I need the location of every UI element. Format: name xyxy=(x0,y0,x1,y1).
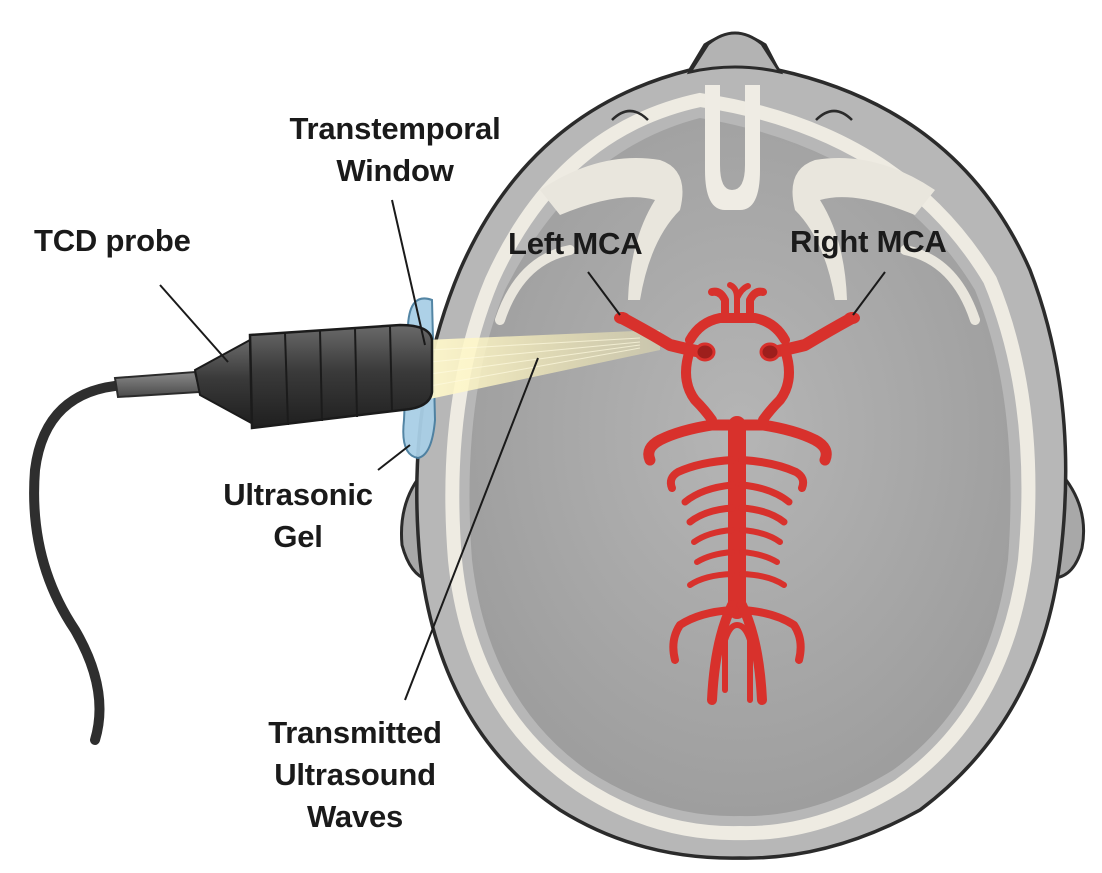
leader-ultrasonic-gel xyxy=(377,444,411,471)
probe-taper xyxy=(193,338,257,427)
right-sphenoid-wing xyxy=(792,158,935,300)
left-carotid-end xyxy=(694,342,716,362)
leader-left-mca xyxy=(587,271,621,316)
label-right-mca: Right MCA xyxy=(790,221,947,263)
left-sphenoid-wing xyxy=(540,158,683,300)
label-right-mca-line-1: Right MCA xyxy=(790,224,947,259)
label-tcd-probe-line-1: TCD probe xyxy=(34,223,191,258)
probe-neck xyxy=(113,370,202,399)
frontal-bone xyxy=(705,85,760,210)
ultrasound-beam xyxy=(425,330,660,400)
label-left-mca: Left MCA xyxy=(508,223,643,265)
leader-transmitted-waves xyxy=(404,357,539,701)
label-transtemporal-window: Transtemporal Window xyxy=(270,108,520,192)
label-transtemporal-window-line-1: Transtemporal xyxy=(289,111,501,146)
label-tcd-probe: TCD probe xyxy=(34,220,191,262)
right-temporal-bone xyxy=(900,245,980,325)
left-mca-tip xyxy=(614,312,630,324)
probe-grip-rings xyxy=(284,325,393,426)
label-transmitted-waves-line-1: Transmitted xyxy=(268,715,442,750)
label-ultrasonic-gel-line-1: Ultrasonic xyxy=(223,477,373,512)
artery-tree xyxy=(616,282,858,705)
left-orbital-ridge xyxy=(611,109,649,121)
left-temporal-bone xyxy=(495,245,575,325)
right-orbital-ridge xyxy=(815,109,853,121)
leader-transtemporal-window xyxy=(391,199,426,346)
label-left-mca-line-1: Left MCA xyxy=(508,226,643,261)
leader-lines xyxy=(159,199,886,701)
leader-right-mca xyxy=(852,271,886,316)
right-carotid-end xyxy=(759,342,781,362)
leader-tcd-probe xyxy=(159,284,229,363)
label-transmitted-waves-line-2: Ultrasound xyxy=(274,757,436,792)
probe-body xyxy=(248,323,434,430)
label-transmitted-waves-line-3: Waves xyxy=(306,799,404,834)
label-transmitted-waves: Transmitted Ultrasound Waves xyxy=(250,712,460,838)
right-mca-tip xyxy=(844,312,860,324)
label-transtemporal-window-line-2: Window xyxy=(336,153,454,188)
nose xyxy=(686,31,784,75)
label-ultrasonic-gel-line-2: Gel xyxy=(273,519,323,554)
probe-cable xyxy=(29,380,130,745)
label-ultrasonic-gel: Ultrasonic Gel xyxy=(208,474,388,558)
